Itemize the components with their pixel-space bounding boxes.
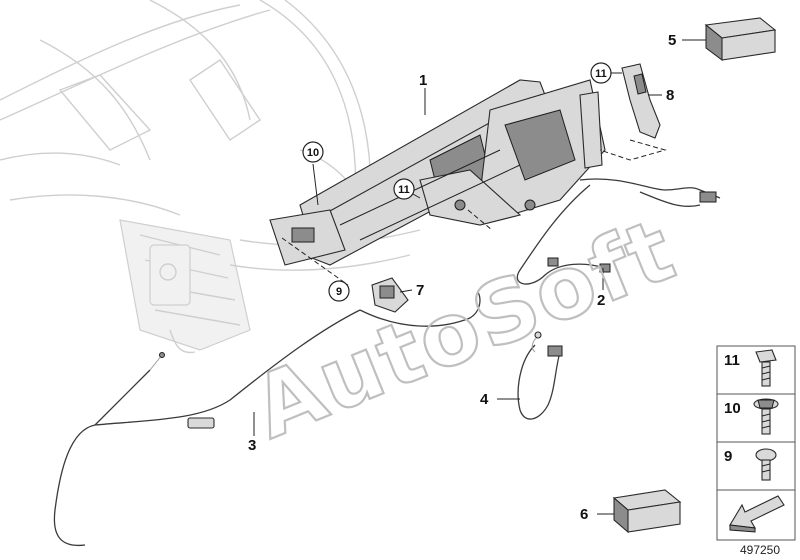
svg-text:11: 11 xyxy=(398,184,410,196)
foam-pad-part-6 xyxy=(612,489,682,534)
callout-5: 5 xyxy=(668,32,676,49)
callout-circled-11-upper: 11 xyxy=(590,62,612,84)
direction-arrow-icon xyxy=(729,495,785,533)
fastener-label-9: 9 xyxy=(724,448,732,465)
screw-9-icon xyxy=(755,448,777,481)
svg-text:10: 10 xyxy=(307,147,319,159)
callout-circled-10: 10 xyxy=(302,141,324,163)
callout-4: 4 xyxy=(480,391,489,408)
motor-part-7 xyxy=(371,277,409,313)
bolt-10-icon xyxy=(753,398,779,435)
bracket-part-8 xyxy=(621,63,661,139)
wiring-harness-part-2 xyxy=(516,178,721,285)
bolt-11-icon xyxy=(755,349,777,387)
main-mechanism xyxy=(269,79,606,266)
callout-6: 6 xyxy=(580,506,588,523)
fastener-panel: 11 10 9 xyxy=(716,345,796,541)
callout-2: 2 xyxy=(597,292,605,309)
svg-text:9: 9 xyxy=(336,286,342,298)
fastener-label-10: 10 xyxy=(724,400,741,417)
diagram-id: 497250 xyxy=(740,543,780,557)
callout-circled-9: 9 xyxy=(328,280,350,302)
callout-8: 8 xyxy=(666,87,674,104)
foam-pad-part-5 xyxy=(704,17,777,61)
fastener-label-11: 11 xyxy=(724,352,740,369)
callout-7: 7 xyxy=(416,282,424,299)
roof-frame-ghost xyxy=(0,0,421,354)
assembly-lines xyxy=(281,139,667,286)
svg-text:11: 11 xyxy=(595,68,607,80)
callout-3: 3 xyxy=(248,437,256,454)
sensor-wire-part-4 xyxy=(517,331,563,420)
callout-circled-11-lower: 11 xyxy=(393,178,415,200)
callout-1: 1 xyxy=(419,72,427,89)
bowden-cable-part-3 xyxy=(53,291,481,547)
